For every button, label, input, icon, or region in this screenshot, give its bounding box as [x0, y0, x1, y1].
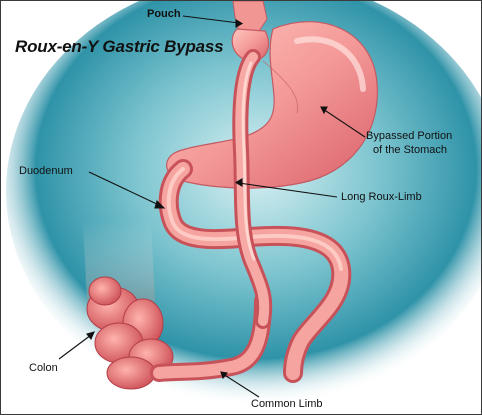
label-pouch: Pouch [147, 8, 181, 21]
esophagus [233, 1, 267, 31]
diagram-title: Roux-en-Y Gastric Bypass [15, 37, 223, 57]
label-duodenum: Duodenum [19, 165, 73, 178]
label-colon: Colon [29, 362, 58, 375]
label-roux-limb: Long Roux-Limb [341, 191, 422, 204]
label-bypassed-line1: Bypassed Portion [366, 130, 452, 143]
label-common-limb: Common Limb [251, 398, 323, 411]
label-bypassed-line2: of the Stomach [373, 144, 447, 157]
